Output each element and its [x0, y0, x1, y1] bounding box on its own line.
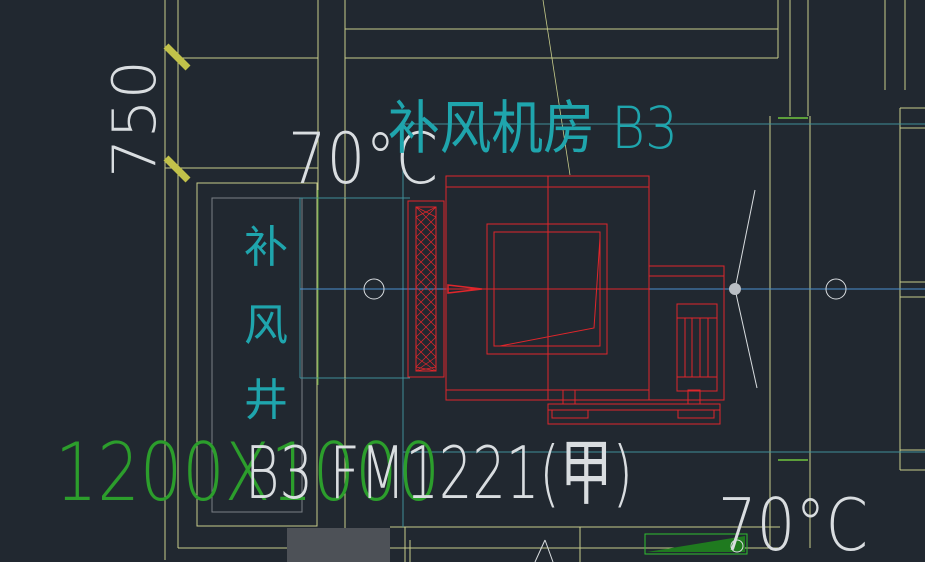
shaft-size-label: 1200X1000 — [55, 426, 440, 519]
air-filter-hatch — [415, 206, 437, 372]
hatch-line — [415, 366, 437, 372]
hatch-line — [415, 286, 437, 308]
dimension-750 — [163, 43, 191, 183]
hatch-line — [415, 326, 437, 348]
shaft-label-char-1: 补 — [244, 222, 288, 273]
hatch-line — [415, 236, 437, 258]
hatch-line — [415, 316, 437, 338]
hatch-line — [415, 206, 437, 218]
column-block — [287, 528, 390, 562]
air-shaft-outline — [211, 197, 303, 513]
fire-damper-temp-right: 70°C — [718, 483, 868, 562]
room-title: 补风机房 B3 — [388, 94, 678, 162]
door-label: B3 FM1221(甲) — [245, 431, 633, 515]
dimension-750-label: 750 — [100, 60, 170, 178]
shaft-label-char-3: 井 — [244, 375, 288, 426]
duct-lines — [299, 117, 925, 527]
hatch-line — [415, 206, 437, 228]
axial-fan-icon[interactable] — [729, 189, 758, 389]
hatch-line — [415, 216, 437, 238]
hatch-line — [415, 266, 437, 288]
fire-damper-left-icon[interactable] — [363, 278, 385, 300]
hatch-line — [415, 296, 437, 318]
hatch-line — [415, 276, 437, 298]
hatch-line — [415, 306, 437, 328]
hatch-line — [415, 256, 437, 278]
hatch-line — [415, 346, 437, 368]
fire-damper-right-icon[interactable] — [825, 278, 847, 300]
fire-damper-temp-left: 70°C — [288, 118, 438, 200]
shaft-label-char-2: 风 — [244, 300, 288, 351]
hatched-block — [644, 533, 748, 555]
hatch-line — [415, 226, 437, 248]
supply-air-fan-unit[interactable] — [445, 175, 725, 425]
hatch-line — [415, 246, 437, 268]
hatch-line — [415, 336, 437, 358]
hatch-line — [415, 356, 437, 372]
shaft-label: 补 风 井 — [244, 222, 288, 426]
